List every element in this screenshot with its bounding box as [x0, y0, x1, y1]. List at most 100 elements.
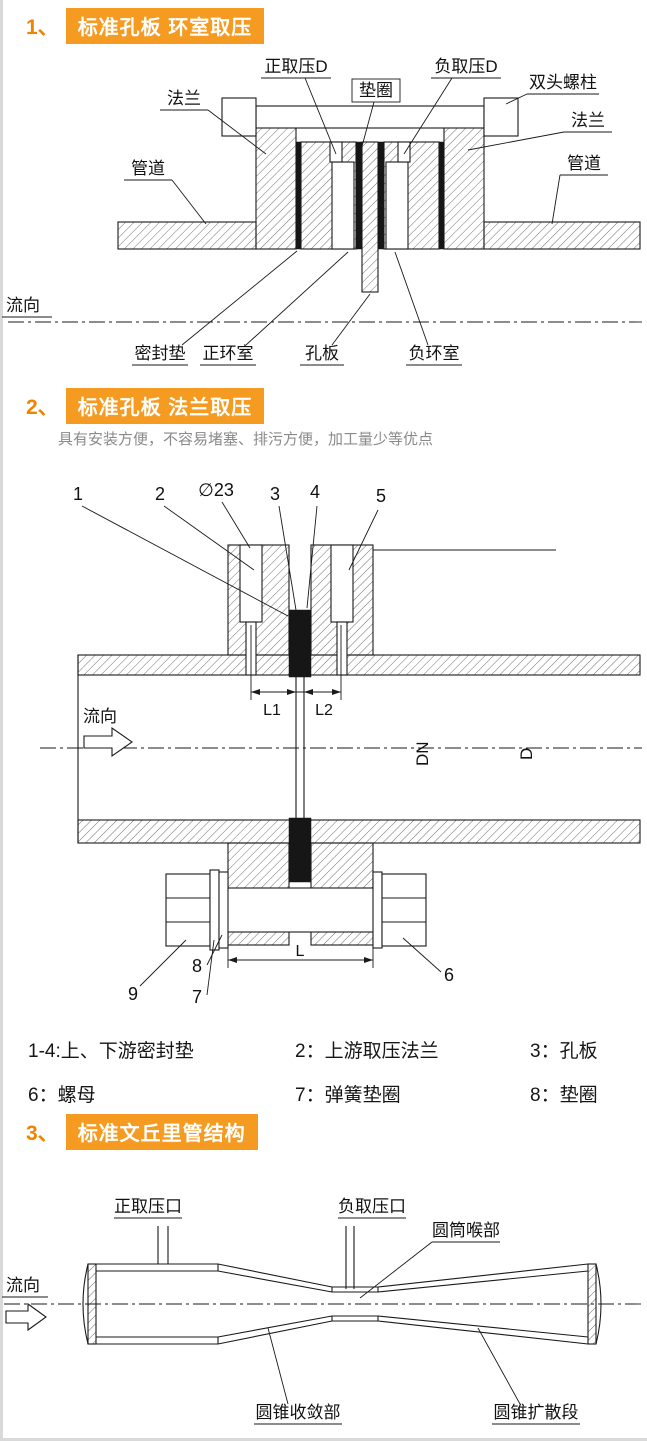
negative-tap-channel — [397, 141, 411, 163]
label-negative-port: 负取压口 — [338, 1197, 406, 1216]
diagram-flange-tapping: 1 2 ∅23 3 4 5 L1 L2 流向 DN D 9 — [40, 480, 642, 1007]
upstream-bolt-hole — [239, 544, 263, 623]
dim-DN: DN — [413, 741, 432, 766]
section2-title-badge: 标准孔板 法兰取压 — [65, 388, 265, 424]
venturi-outer-top — [96, 1263, 589, 1288]
leader-line — [207, 109, 267, 155]
label-negative-tap: 负取压D — [434, 57, 497, 76]
pipe-bottom-wall — [77, 819, 641, 844]
label-flange-left: 法兰 — [167, 89, 201, 108]
stud-nut-left — [221, 97, 257, 137]
leader-line — [81, 505, 289, 617]
callout-6: 6 — [444, 965, 454, 985]
downstream-tap-passage — [336, 621, 348, 676]
leader-line — [139, 939, 187, 987]
label-convergent-cone: 圆锥收敛部 — [256, 1403, 341, 1422]
leader-line — [304, 77, 337, 155]
section2-legend: 1-4:上、下游密封垫 2：上游取压法兰 3：孔板 6：螺母 7：弹簧垫圈 8：… — [28, 1036, 628, 1107]
dim-D: D — [517, 748, 536, 760]
leader-line — [163, 505, 255, 571]
stud-nut-right — [483, 97, 519, 137]
label-flow-direction-3: 流向 — [6, 1276, 40, 1295]
inlet-flange-face — [82, 1263, 89, 1345]
section1-header: 1、 标准孔板 环室取压 — [26, 8, 265, 44]
label-pipe-left: 管道 — [131, 159, 165, 178]
callout-9: 9 — [128, 984, 138, 1004]
label-box — [351, 78, 401, 103]
page-bottom-border — [0, 1438, 647, 1441]
legend-item: 6：螺母 — [28, 1085, 96, 1106]
pipe-top-wall — [77, 654, 641, 676]
drawing-2 — [40, 544, 642, 951]
arrowhead — [364, 957, 373, 963]
pipe-left-wall — [117, 221, 257, 250]
label-negative-chamber: 负环室 — [409, 344, 460, 363]
washer-left — [218, 871, 229, 949]
callout-2: 2 — [155, 484, 165, 504]
inlet-flange-ring — [87, 1263, 97, 1345]
dim-L: L — [296, 943, 305, 960]
label-gasket-ring: 垫圈 — [359, 81, 393, 100]
leader-line — [505, 93, 528, 105]
leader-line — [206, 934, 223, 966]
leader-line — [477, 1327, 521, 1405]
leader-line — [360, 101, 375, 151]
label-pipe-right: 管道 — [567, 154, 601, 173]
legend-item: 3：孔板 — [530, 1041, 598, 1062]
seal-gasket-left — [295, 141, 302, 250]
pipe-right-wall — [483, 221, 641, 250]
leader-line — [403, 77, 453, 155]
leader-line — [267, 1327, 289, 1405]
leader-line — [206, 939, 215, 996]
spring-washer — [209, 869, 220, 951]
plate-gasket-stack-top — [288, 609, 312, 678]
label-positive-port: 正取压口 — [114, 1197, 182, 1216]
leader-line — [245, 251, 349, 346]
section3-header: 3、 标准文丘里管结构 — [26, 1114, 258, 1150]
flow-arrow — [83, 726, 133, 758]
leader-line — [359, 1241, 433, 1299]
label-stud: 双头螺柱 — [529, 73, 597, 92]
section1-title-badge: 标准孔板 环室取压 — [65, 8, 265, 44]
plate-gasket-right — [377, 141, 385, 250]
negative-chamber-cavity — [385, 161, 409, 250]
leader-line — [278, 505, 297, 611]
plate-gasket-stack-bottom — [288, 817, 312, 883]
orifice-plate — [361, 141, 379, 293]
seal-gasket-right — [438, 141, 445, 250]
section3-number: 3、 — [26, 1122, 59, 1145]
leader-line — [221, 501, 251, 549]
section2-header: 2、 标准孔板 法兰取压 — [26, 388, 265, 424]
label-flow-direction-1: 流向 — [6, 296, 40, 315]
label-positive-chamber: 正环室 — [203, 344, 254, 363]
drawing-3 — [4, 1226, 642, 1345]
leader-line — [306, 505, 318, 609]
nut — [381, 873, 427, 947]
leader-line — [171, 179, 207, 225]
flow-arrow — [5, 1302, 47, 1332]
leader-line — [394, 251, 429, 346]
diagram-annular-chamber: 法兰 正取压D 垫圈 负取压D 双头螺柱 法兰 管道 管道 流向 — [2, 57, 642, 366]
arrowhead — [251, 689, 260, 695]
arrowhead — [228, 957, 237, 963]
diagram-venturi-tube: 正取压口 负取压口 圆筒喉部 流向 圆锥收敛部 圆锥扩散段 — [2, 1197, 642, 1425]
flange-right — [443, 106, 485, 250]
callout-8: 8 — [192, 956, 202, 976]
callout-7: 7 — [192, 987, 202, 1007]
legend-item: 8：垫圈 — [530, 1085, 598, 1106]
label-throat: 圆筒喉部 — [432, 1221, 500, 1240]
section3-title-badge: 标准文丘里管结构 — [65, 1114, 258, 1150]
venturi-inner-bottom — [96, 1315, 589, 1338]
label-divergent-cone: 圆锥扩散段 — [494, 1403, 579, 1422]
annotations-2: 1 2 ∅23 3 4 5 L1 L2 流向 DN D 9 — [73, 480, 536, 1007]
leader-line — [331, 293, 371, 346]
section2-subtitle: 具有安装方便，不容易堵塞、排污方便，加工量少等优点 — [58, 431, 434, 448]
label-flange-right: 法兰 — [571, 111, 605, 130]
drawing-1 — [8, 97, 642, 323]
downstream-bolt-hole — [330, 544, 354, 623]
section2-number: 2、 — [26, 396, 59, 419]
leader-line — [402, 937, 442, 973]
legend-item: 7：弹簧垫圈 — [295, 1085, 401, 1106]
dim-L2: L2 — [315, 702, 333, 719]
